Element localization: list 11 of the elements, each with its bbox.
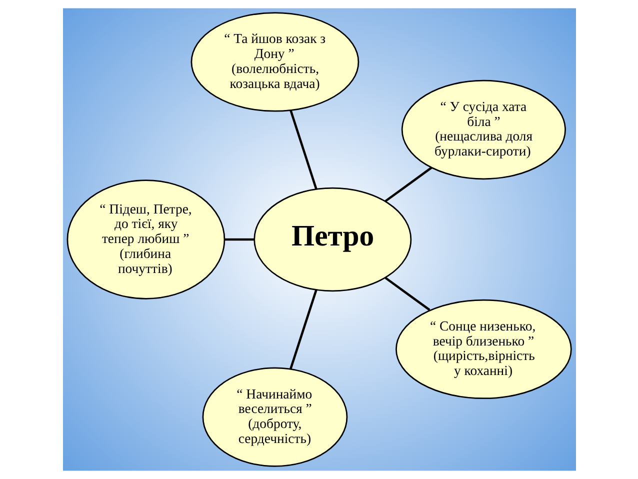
connector xyxy=(384,276,430,311)
node-ellipse: “ Підеш, Петре, до тієї, яку тепер любиш ” (глибина почуттів) xyxy=(66,180,225,300)
connector xyxy=(289,110,317,190)
node-ellipse: “ Начинаймо веселиться ” (доброту, сердечність) xyxy=(202,367,348,467)
connector xyxy=(384,166,432,202)
node-ellipse: Петро xyxy=(253,187,412,292)
connector xyxy=(289,290,317,370)
connector xyxy=(224,238,254,241)
node-ellipse: “ Сонце низенько, вечір близенько ” (щирість,вірність у коханні) xyxy=(395,299,572,400)
node-ellipse: “ Та йшов козак з Дону ” (волелюбність, козацька вдача) xyxy=(190,12,359,112)
node-ellipse: “ У сусіда хата біла ” (нещаслива доля бурлаки-сироти) xyxy=(400,80,566,180)
